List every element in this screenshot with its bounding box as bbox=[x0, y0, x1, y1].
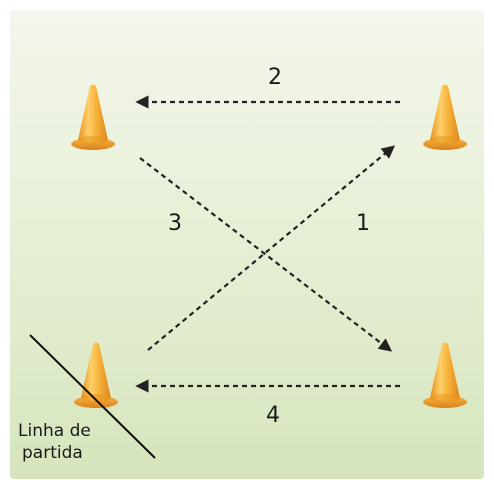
field-background bbox=[10, 10, 484, 479]
path-1-arrow bbox=[147, 145, 396, 351]
start-line-label-line2: partida bbox=[22, 443, 83, 463]
start-line-label-line1: Linha de bbox=[18, 421, 91, 441]
path-3-arrow bbox=[139, 157, 393, 352]
start-line bbox=[29, 334, 156, 459]
path-4-label: 4 bbox=[266, 403, 280, 428]
path-2-label: 2 bbox=[268, 65, 282, 90]
path-1-label: 1 bbox=[356, 211, 370, 236]
path-3-label: 3 bbox=[168, 211, 182, 236]
